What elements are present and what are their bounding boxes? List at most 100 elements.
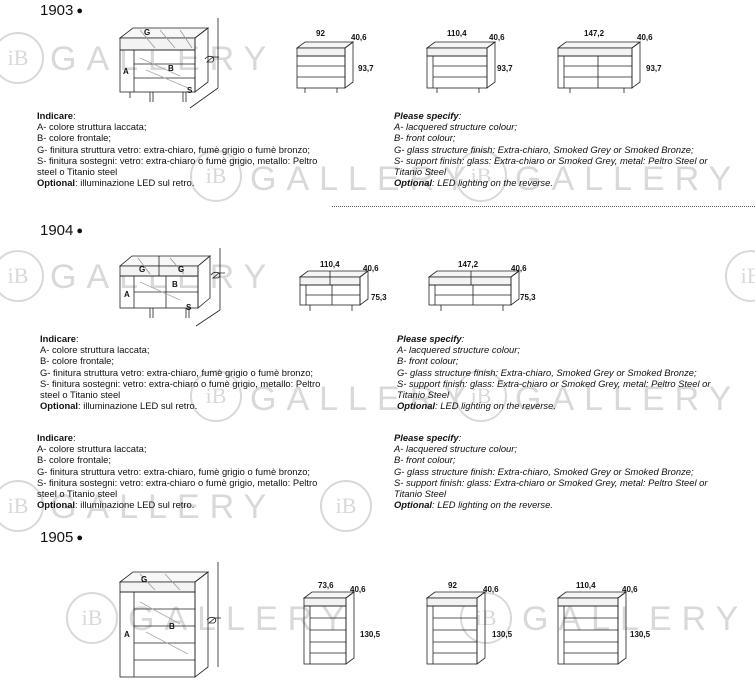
chest-variant-1905-73 (302, 591, 356, 665)
height-label: 130,5 (360, 630, 381, 639)
spec-line-a: A- colore struttura laccata; (37, 121, 147, 133)
letter-a-label: A (123, 67, 129, 76)
watermark-logo: iB (0, 250, 44, 302)
spec-optional-text: : illuminazione LED sul retro. (75, 177, 195, 189)
spec-line-g: G- glass structure finish: Extra-chiaro,… (394, 465, 694, 477)
depth-label: 40,6 (350, 585, 366, 594)
spec-line-a: A- lacquered structure colour; (394, 443, 517, 455)
spec-line-g: G- glass structure finish: Extra-chiaro,… (394, 143, 694, 155)
spec-line-a: A- colore struttura laccata; (37, 443, 147, 455)
depth-label: 40,6 (622, 585, 638, 594)
watermark-logo: iB (725, 250, 755, 302)
bullet-icon: ● (76, 225, 84, 238)
spec-heading: Indicare (37, 432, 73, 443)
spec-optional-heading: Optional (397, 400, 436, 412)
spec-heading: Indicare (40, 333, 76, 344)
letter-g-label: G (144, 28, 151, 37)
height-label: 93,7 (646, 64, 662, 73)
section-code: 1904● (40, 222, 83, 239)
chest-variant-1903-92 (295, 41, 355, 93)
watermark-logo: iB (66, 592, 118, 644)
height-label: 93,7 (358, 64, 374, 73)
height-label: 93,7 (497, 64, 513, 73)
spec-line-g: G- finitura struttura vetro: extra-chiar… (37, 143, 311, 155)
chest-perspective-1904 (118, 248, 221, 327)
section-code: 1903● (40, 2, 83, 19)
watermark-text: GALLERY (50, 488, 277, 526)
spec-optional-heading: Optional (394, 177, 433, 189)
spec-line-b: B- front colour; (394, 454, 456, 466)
spec-block-english: Please specify: A- lacquered structure c… (394, 432, 734, 510)
hand-icon (206, 616, 221, 624)
watermark-logo: iB (0, 32, 44, 84)
chest-variant-1905-110 (556, 591, 628, 665)
section-divider (332, 206, 755, 207)
spec-optional-text: : LED lighting on the reverse. (435, 400, 556, 412)
depth-label: 40,6 (483, 585, 499, 594)
letter-b-label: B (168, 64, 174, 73)
spec-optional-heading: Optional (40, 400, 79, 412)
watermark-text: GALLERY (250, 380, 477, 418)
spec-line-s: S- finitura sostegni: vetro: extra-chiar… (37, 476, 318, 500)
depth-label: 40,6 (489, 33, 505, 42)
chest-variant-1903-110 (425, 41, 497, 93)
watermark-logo: iB (320, 480, 372, 532)
height-label: 130,5 (492, 630, 513, 639)
spec-block-english: Please specify: A- lacquered structure c… (397, 333, 737, 411)
spec-line-s: S- support finish: glass: Extra-chiaro o… (397, 377, 711, 401)
watermark-logo: iB (0, 480, 44, 532)
spec-line-g: G- finitura struttura vetro: extra-chiar… (40, 366, 314, 378)
spec-line-g: G- finitura struttura vetro: extra-chiar… (37, 465, 311, 477)
chest-perspective-1903 (118, 18, 219, 109)
letter-g-label: G (141, 575, 148, 584)
width-label: 110,4 (447, 29, 467, 38)
spec-line-b: B- front colour; (394, 132, 456, 144)
spec-optional-heading: Optional (37, 177, 76, 189)
depth-label: 40,6 (363, 264, 379, 273)
watermark-text: GALLERY (250, 160, 477, 198)
spec-line-g: G- glass structure finish: Extra-chiaro,… (397, 366, 697, 378)
spec-line-s: S- support finish: glass: Extra-chiaro o… (394, 154, 708, 178)
section-code: 1905● (40, 529, 83, 546)
bullet-icon: ● (76, 532, 84, 545)
letter-g-label: G (139, 265, 146, 274)
section-code-number: 1903 (40, 2, 74, 19)
spec-heading: Please specify (397, 333, 462, 344)
spec-optional-text: : illuminazione LED sul retro. (78, 400, 198, 412)
chest-variant-1904-147 (427, 270, 521, 311)
spec-heading: Please specify (394, 110, 459, 121)
width-label: 92 (316, 29, 325, 38)
spec-line-s: S- finitura sostegni: vetro: extra-chiar… (37, 154, 318, 178)
chest-perspective-1905 (118, 562, 219, 678)
watermark-logo: iB (455, 150, 507, 202)
width-label: 147,2 (458, 260, 479, 269)
section-code-number: 1905 (40, 529, 74, 546)
hand-icon (204, 55, 219, 63)
letter-s-label: S (187, 86, 193, 95)
watermark-logo: iB (455, 370, 507, 422)
watermark-logo: iB (190, 150, 242, 202)
depth-label: 40,6 (351, 33, 367, 42)
width-label: 73,6 (318, 581, 334, 590)
spec-heading: Please specify (394, 432, 459, 443)
spec-optional-text: : illuminazione LED sul retro. (75, 499, 195, 511)
spec-line-s: S- finitura sostegni: vetro: extra-chiar… (40, 377, 321, 401)
width-label: 110,4 (576, 581, 596, 590)
letter-b-label: B (169, 622, 175, 631)
height-label: 75,3 (520, 293, 536, 302)
spec-line-b: B- colore frontale; (37, 454, 111, 466)
spec-block-italian: Indicare: A- colore struttura laccata; B… (40, 333, 340, 411)
watermark-logo: iB (190, 370, 242, 422)
bullet-icon: ● (76, 5, 84, 18)
letter-s-label: S (186, 303, 192, 312)
spec-line-a: A- lacquered structure colour; (397, 344, 520, 356)
spec-block-english: Please specify: A- lacquered structure c… (394, 110, 734, 188)
letter-g-label: G (178, 265, 185, 274)
spec-line-a: A- colore struttura laccata; (40, 344, 150, 356)
height-label: 75,3 (371, 293, 387, 302)
height-label: 130,5 (630, 630, 651, 639)
spec-optional-heading: Optional (37, 499, 76, 511)
depth-label: 40,6 (511, 264, 527, 273)
chest-variant-1904-110 (298, 270, 370, 311)
chest-variant-1903-147 (556, 41, 642, 93)
